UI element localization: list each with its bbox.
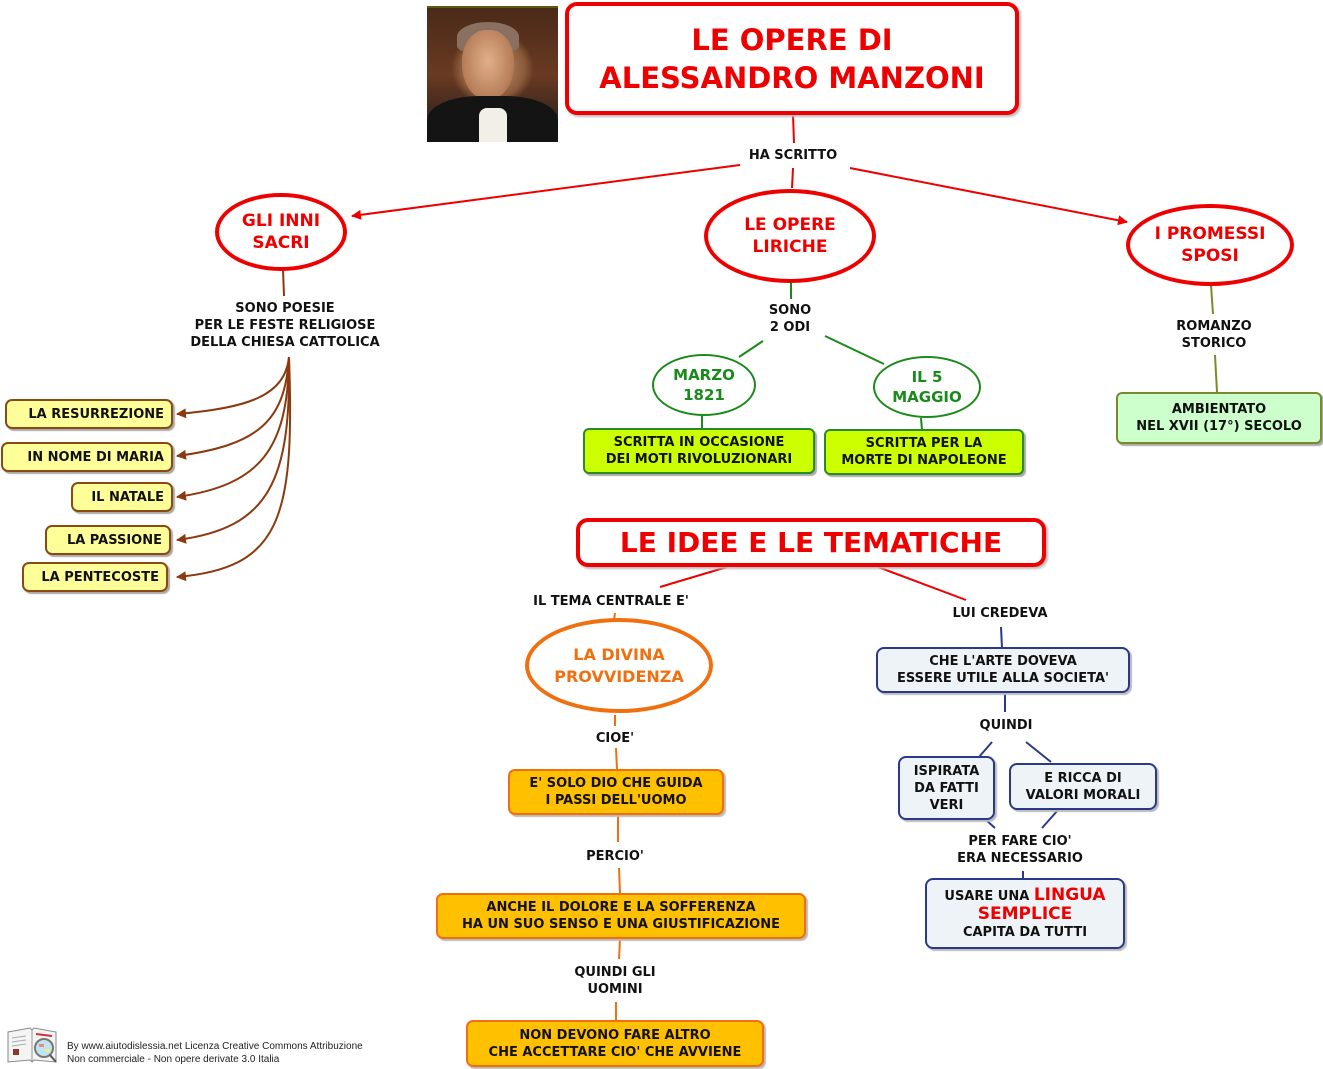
box-lingua-post: CAPITA DA TUTTI: [962, 924, 1088, 940]
license-line2: Non commerciale - Non opere derivate 3.0…: [67, 1054, 280, 1065]
box-valori-morali[interactable]: E RICCA DI VALORI MORALI: [1009, 763, 1157, 810]
highlight-semplice: SEMPLICE: [977, 903, 1073, 924]
box-ispirata-line3: VERI: [929, 797, 964, 813]
ps-desc-line1: AMBIENTATO: [1171, 402, 1267, 417]
main-title-box[interactable]: LE OPERE DI ALESSANDRO MANZONI: [565, 2, 1019, 115]
ideas-title-box[interactable]: LE IDEE E LE TEMATICHE: [576, 518, 1046, 567]
inno-il-natale[interactable]: IL NATALE: [71, 482, 173, 512]
ps-desc-line2: NEL XVII (17°) SECOLO: [1136, 419, 1302, 434]
node-marzo-1821[interactable]: MARZO 1821: [652, 354, 756, 416]
box-ispirata-line1: ISPIRATA: [913, 763, 980, 779]
box-dolore-sofferenza[interactable]: ANCHE IL DOLORE E LA SOFFERENZA HA UN SU…: [436, 893, 806, 939]
inno-in-nome-di-maria[interactable]: IN NOME DI MARIA: [1, 442, 173, 472]
ode2-description[interactable]: SCRITTA PER LA MORTE DI NAPOLEONE: [824, 429, 1024, 475]
link-quindi-gli: QUINDI GLI: [574, 965, 656, 980]
box-ispirata-line2: DA FATTI: [914, 780, 979, 796]
link-2-odi: 2 ODI: [769, 320, 811, 335]
box-arte-line2: ESSERE UTILE ALLA SOCIETA': [896, 671, 1110, 686]
ode1-desc-line1: SCRITTA IN OCCASIONE: [613, 435, 785, 450]
box-dolore-line1: ANCHE IL DOLORE E LA SOFFERENZA: [486, 900, 756, 915]
link-per-fare-cio: PER FARE CIO' ERA NECESSARIO: [940, 833, 1100, 867]
ode2-line2: MAGGIO: [892, 388, 962, 406]
link-per-fare-cio-line2: ERA NECESSARIO: [957, 851, 1083, 866]
node-il-5-maggio[interactable]: IL 5 MAGGIO: [873, 356, 981, 418]
link-ha-scritto: HA SCRITTO: [748, 148, 838, 163]
link-sono-2-odi: SONO 2 ODI: [750, 302, 830, 336]
theme-line1: LA DIVINA: [573, 644, 665, 664]
link-tema-centrale: IL TEMA CENTRALE E': [533, 594, 689, 609]
node-inni-sacri[interactable]: GLI INNI SACRI: [215, 193, 347, 271]
link-percio: PERCIO': [586, 849, 644, 864]
inno-la-passione[interactable]: LA PASSIONE: [45, 525, 171, 555]
license-footer: By www.aiutodislessia.net Licenza Creati…: [67, 1040, 363, 1066]
main-title-line1: LE OPERE DI: [691, 22, 893, 57]
box-solo-dio-line1: E' SOLO DIO CHE GUIDA: [529, 776, 703, 791]
manzoni-portrait: [427, 6, 558, 142]
box-accettare-line1: NON DEVONO FARE ALTRO: [519, 1027, 711, 1043]
box-solo-dio-line2: I PASSI DELL'UOMO: [545, 793, 687, 808]
ode1-description[interactable]: SCRITTA IN OCCASIONE DEI MOTI RIVOLUZION…: [583, 428, 815, 474]
box-accettare[interactable]: NON DEVONO FARE ALTRO CHE ACCETTARE CIO'…: [466, 1020, 764, 1067]
inno-la-resurrezione[interactable]: LA RESURREZIONE: [5, 399, 173, 429]
box-arte-utile[interactable]: CHE L'ARTE DOVEVA ESSERE UTILE ALLA SOCI…: [876, 647, 1130, 693]
link-cioe: CIOE': [595, 731, 635, 746]
box-arte-line1: CHE L'ARTE DOVEVA: [929, 654, 1077, 669]
node-inni-sacri-line2: SACRI: [252, 233, 310, 253]
ode2-desc-line1: SCRITTA PER LA: [865, 436, 983, 451]
desc-line1: SONO POESIE: [235, 301, 335, 316]
link-per-fare-cio-line1: PER FARE CIO': [968, 834, 1072, 849]
link-uomini: UOMINI: [587, 982, 643, 997]
link-sono: SONO: [768, 303, 812, 318]
box-lingua-pre: USARE UNA: [944, 888, 1034, 904]
ode1-line1: MARZO: [673, 366, 735, 384]
link-storico: STORICO: [1181, 336, 1247, 351]
box-valori-line1: E RICCA DI: [1044, 770, 1122, 786]
box-accettare-line2: CHE ACCETTARE CIO' CHE AVVIENE: [488, 1044, 742, 1060]
box-lingua-line1: USARE UNA LINGUA: [944, 884, 1106, 905]
link-lui-credeva: LUI CREDEVA: [952, 606, 1048, 621]
main-title-line2: ALESSANDRO MANZONI: [599, 60, 985, 95]
box-lingua-semplice[interactable]: USARE UNA LINGUA SEMPLICE CAPITA DA TUTT…: [925, 878, 1125, 949]
inno-la-pentecoste[interactable]: LA PENTECOSTE: [22, 562, 168, 592]
link-romanzo-storico: ROMANZO STORICO: [1164, 318, 1264, 352]
node-inni-sacri-line1: GLI INNI: [241, 211, 321, 231]
desc-line3: DELLA CHIESA CATTOLICA: [190, 335, 380, 350]
box-dolore-line2: HA UN SUO SENSO E UNA GIUSTIFICAZIONE: [462, 917, 780, 932]
box-ispirata-fatti-veri[interactable]: ISPIRATA DA FATTI VERI: [898, 756, 995, 820]
node-opere-liriche[interactable]: LE OPERE LIRICHE: [704, 189, 876, 283]
link-romanzo: ROMANZO: [1176, 319, 1252, 334]
node-promessi-sposi[interactable]: I PROMESSI SPOSI: [1126, 204, 1294, 286]
promessi-sposi-description[interactable]: AMBIENTATO NEL XVII (17°) SECOLO: [1116, 392, 1322, 444]
inni-sacri-description: SONO POESIE PER LE FESTE RELIGIOSE DELLA…: [175, 300, 395, 351]
ode2-line1: IL 5: [911, 368, 943, 386]
link-quindi-gli-uomini: QUINDI GLI UOMINI: [560, 964, 670, 998]
box-valori-line2: VALORI MORALI: [1025, 787, 1141, 803]
link-quindi: QUINDI: [979, 718, 1033, 733]
ode1-desc-line2: DEI MOTI RIVOLUZIONARI: [605, 452, 793, 467]
node-divina-provvidenza[interactable]: LA DIVINA PROVVIDENZA: [525, 618, 713, 713]
node-promessi-sposi-line2: SPOSI: [1181, 246, 1239, 266]
box-solo-dio[interactable]: E' SOLO DIO CHE GUIDA I PASSI DELL'UOMO: [508, 769, 724, 815]
node-opere-liriche-line2: LIRICHE: [752, 237, 828, 257]
node-opere-liriche-line1: LE OPERE: [744, 215, 836, 235]
highlight-lingua: LINGUA: [1033, 884, 1106, 905]
ode1-line2: 1821: [683, 386, 725, 404]
desc-line2: PER LE FESTE RELIGIOSE: [194, 318, 376, 333]
book-magnifier-logo-icon: [7, 1027, 57, 1063]
license-line1: By www.aiutodislessia.net Licenza Creati…: [67, 1041, 363, 1052]
node-promessi-sposi-line1: I PROMESSI: [1154, 224, 1266, 244]
ode2-desc-line2: MORTE DI NAPOLEONE: [841, 453, 1007, 468]
theme-line2: PROVVIDENZA: [554, 666, 684, 686]
